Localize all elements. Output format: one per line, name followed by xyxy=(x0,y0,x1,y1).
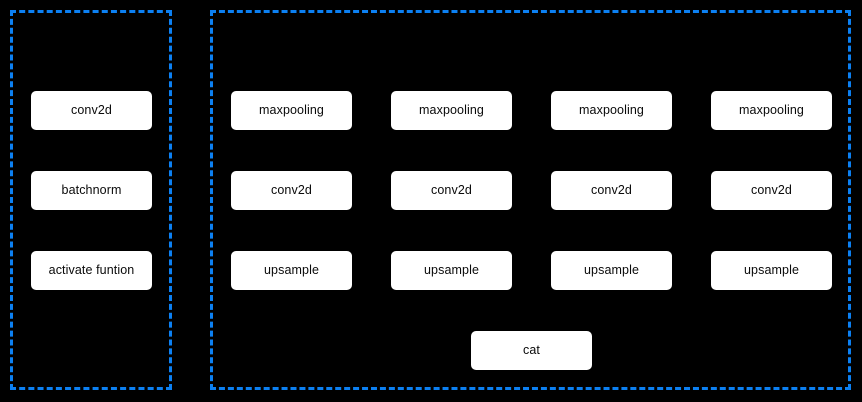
node-conv2d[interactable]: conv2d xyxy=(31,91,152,130)
node-maxpooling-3[interactable]: maxpooling xyxy=(551,91,672,130)
node-label: cat xyxy=(523,343,540,357)
node-maxpooling-2[interactable]: maxpooling xyxy=(391,91,512,130)
node-cat[interactable]: cat xyxy=(471,331,592,370)
node-conv2d-1[interactable]: conv2d xyxy=(231,171,352,210)
group-box-left[interactable] xyxy=(10,10,172,390)
node-label: maxpooling xyxy=(419,103,484,117)
node-conv2d-2[interactable]: conv2d xyxy=(391,171,512,210)
node-label: batchnorm xyxy=(61,183,122,197)
node-upsample-4[interactable]: upsample xyxy=(711,251,832,290)
node-maxpooling-4[interactable]: maxpooling xyxy=(711,91,832,130)
node-label: upsample xyxy=(264,263,319,277)
node-label: upsample xyxy=(744,263,799,277)
node-label: conv2d xyxy=(591,183,632,197)
node-label: maxpooling xyxy=(259,103,324,117)
node-label: maxpooling xyxy=(579,103,644,117)
node-upsample-2[interactable]: upsample xyxy=(391,251,512,290)
node-label: activate funtion xyxy=(48,263,135,277)
node-maxpooling-1[interactable]: maxpooling xyxy=(231,91,352,130)
node-conv2d-3[interactable]: conv2d xyxy=(551,171,672,210)
group-box-right[interactable] xyxy=(210,10,851,390)
node-label: maxpooling xyxy=(739,103,804,117)
node-label: conv2d xyxy=(271,183,312,197)
node-label: conv2d xyxy=(431,183,472,197)
node-upsample-1[interactable]: upsample xyxy=(231,251,352,290)
node-label: conv2d xyxy=(71,103,112,117)
node-conv2d-4[interactable]: conv2d xyxy=(711,171,832,210)
node-upsample-3[interactable]: upsample xyxy=(551,251,672,290)
node-label: upsample xyxy=(584,263,639,277)
node-label: conv2d xyxy=(751,183,792,197)
node-activate-funtion[interactable]: activate funtion xyxy=(31,251,152,290)
node-label: upsample xyxy=(424,263,479,277)
node-batchnorm[interactable]: batchnorm xyxy=(31,171,152,210)
